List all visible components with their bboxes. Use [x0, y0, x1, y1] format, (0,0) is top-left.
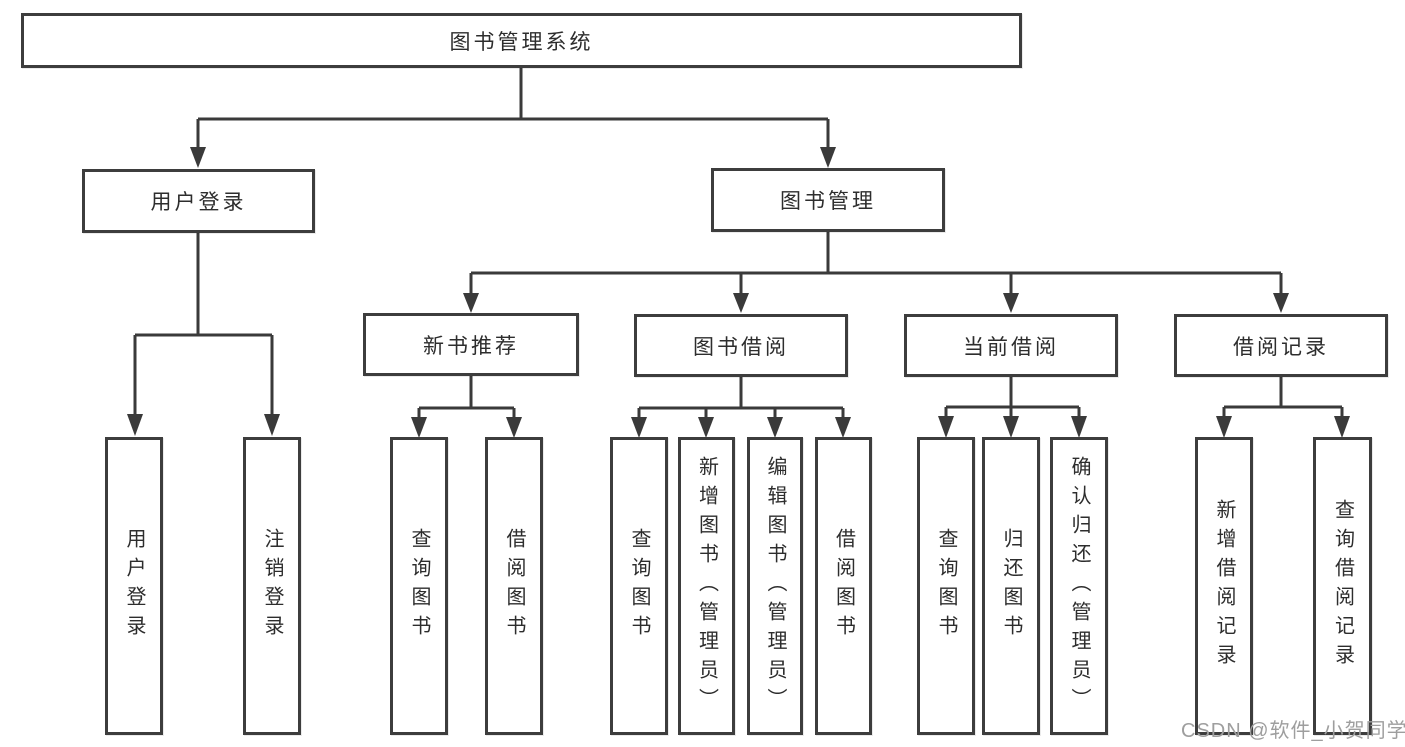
leaf-query-books-recommend: 查询图书: [390, 437, 448, 735]
arrowhead: [767, 417, 783, 438]
node-root: 图书管理系统: [21, 13, 1022, 68]
leaf-edit-book-admin: 编辑图书（管理员）: [747, 437, 803, 735]
arrowhead: [506, 417, 522, 438]
arrowhead: [631, 417, 647, 438]
arrowhead: [1071, 416, 1087, 438]
arrowhead: [938, 416, 954, 438]
node-borrow-records: 借阅记录: [1174, 314, 1388, 377]
watermark: CSDN @软件_小贺同学: [1181, 720, 1405, 742]
node-new-book-recommend: 新书推荐: [363, 313, 579, 376]
arrowhead: [1216, 416, 1232, 438]
arrowhead: [835, 417, 851, 438]
leaf-borrow-books-borrow: 借阅图书: [815, 437, 872, 735]
arrowhead: [1334, 416, 1350, 438]
arrowhead: [1003, 416, 1019, 438]
leaf-return-book: 归还图书: [982, 437, 1040, 735]
leaf-confirm-return-admin: 确认归还（管理员）: [1050, 437, 1108, 735]
connector-lines: [133, 68, 1344, 418]
arrowhead: [127, 414, 143, 436]
leaf-add-borrow-record: 新增借阅记录: [1195, 437, 1253, 735]
node-current-borrow: 当前借阅: [904, 314, 1118, 377]
arrowhead: [190, 147, 206, 168]
leaf-add-book-admin: 新增图书（管理员）: [678, 437, 735, 735]
arrowhead: [733, 293, 749, 313]
node-book-borrow: 图书借阅: [634, 314, 848, 377]
arrowhead: [1003, 293, 1019, 313]
arrowhead: [264, 414, 280, 436]
node-user-login: 用户登录: [82, 169, 315, 233]
arrowhead: [1273, 293, 1289, 313]
leaf-query-borrow-record: 查询借阅记录: [1313, 437, 1372, 735]
arrowhead: [463, 293, 479, 313]
arrowhead: [820, 147, 836, 168]
leaf-logout: 注销登录: [243, 437, 301, 735]
arrowhead: [411, 417, 427, 438]
leaf-query-books-borrow: 查询图书: [610, 437, 668, 735]
arrowhead: [698, 417, 714, 438]
leaf-user-login: 用户登录: [105, 437, 163, 735]
node-book-management: 图书管理: [711, 168, 945, 232]
leaf-query-books-current: 查询图书: [917, 437, 975, 735]
leaf-borrow-books-recommend: 借阅图书: [485, 437, 543, 735]
